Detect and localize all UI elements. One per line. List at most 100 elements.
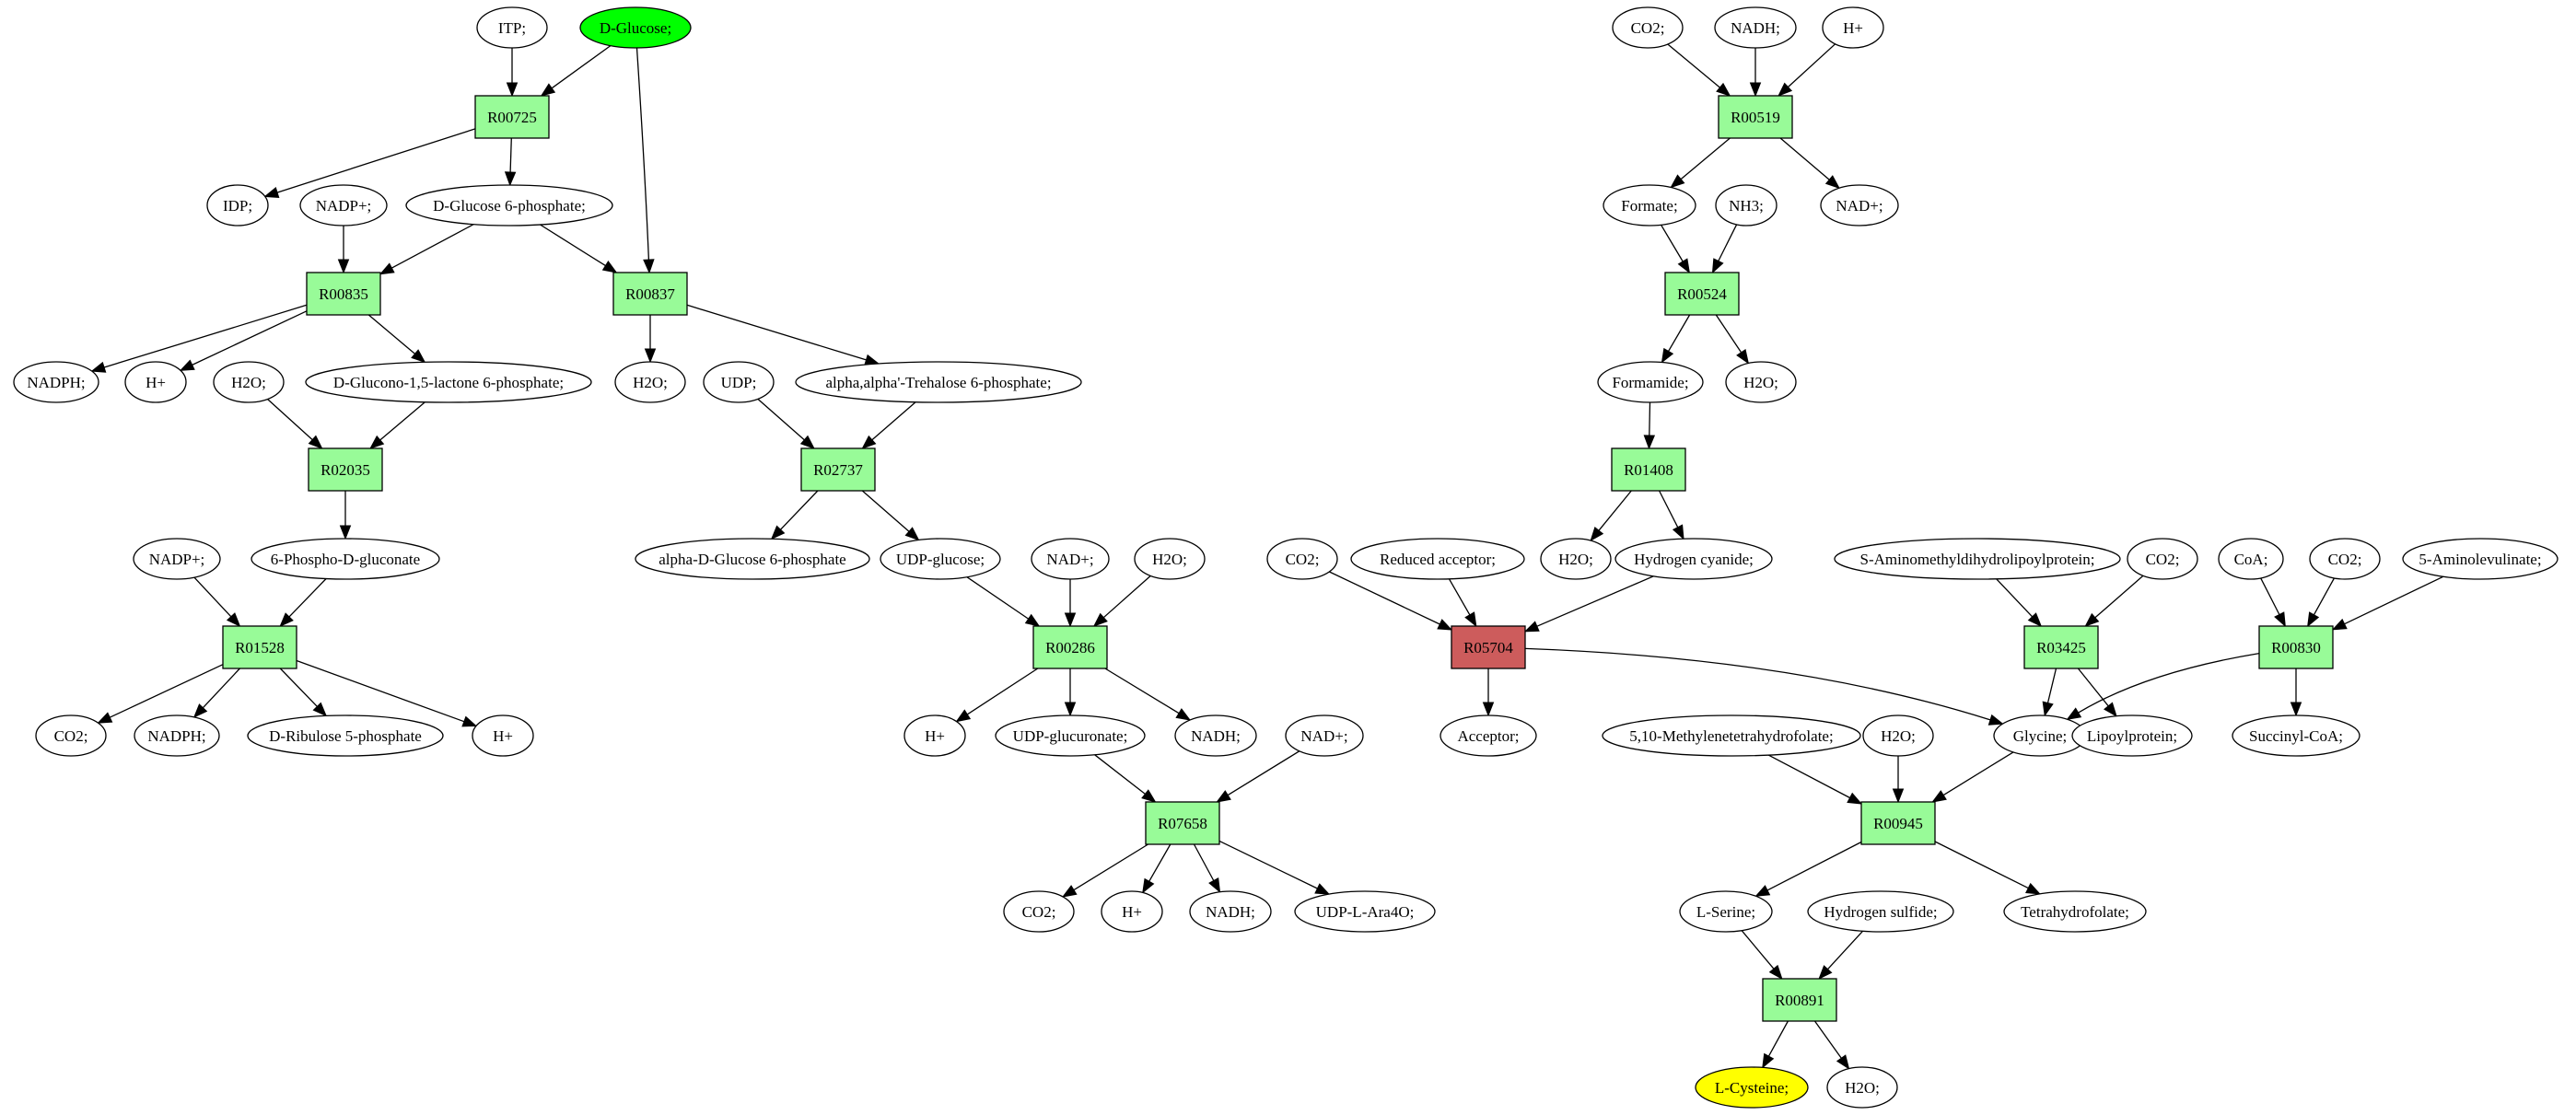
reaction-node-r02737[interactable]: R02737 xyxy=(800,447,876,492)
compound-node-c_glucono[interactable]: D-Glucono-1,5-lactone 6-phosphate; xyxy=(305,361,592,403)
compound-node-c_redacc[interactable]: Reduced acceptor; xyxy=(1350,538,1525,580)
compound-node-c_h_4[interactable]: H+ xyxy=(1101,890,1163,933)
reaction-node-r00286[interactable]: R00286 xyxy=(1032,625,1108,669)
compound-node-c_ag6p[interactable]: alpha-D-Glucose 6-phosphate xyxy=(635,538,870,580)
compound-node-c_serine[interactable]: L-Serine; xyxy=(1679,890,1773,933)
compound-ellipse xyxy=(1820,184,1899,226)
reaction-label: R00524 xyxy=(1677,285,1727,303)
reaction-node-r01408[interactable]: R01408 xyxy=(1611,447,1686,492)
edge-r00945-to-c_serine xyxy=(1754,841,1862,897)
compound-ellipse xyxy=(2127,538,2198,580)
compound-node-c_nad_3[interactable]: NAD+; xyxy=(1820,184,1899,226)
compound-node-c_h2o_2[interactable]: H2O; xyxy=(614,361,686,403)
compound-node-c_h_3[interactable]: H+ xyxy=(903,714,966,757)
edge-line xyxy=(1767,754,1850,799)
compound-node-c_dglucose[interactable]: D-Glucose; xyxy=(579,6,692,49)
compound-node-c_idp[interactable]: IDP; xyxy=(206,184,269,226)
compound-node-c_udpglcur[interactable]: UDP-glucuronate; xyxy=(995,714,1146,757)
reaction-label: R00945 xyxy=(1873,815,1923,832)
reaction-label: R02035 xyxy=(321,461,370,479)
compound-node-c_formamide[interactable]: Formamide; xyxy=(1597,361,1704,403)
compound-node-c_samdlp[interactable]: S-Aminomethyldihydrolipoylprotein; xyxy=(1834,538,2121,580)
compound-node-c_h_5[interactable]: H+ xyxy=(1822,6,1884,49)
compound-node-c_co2_4[interactable]: CO2; xyxy=(1266,538,1338,580)
reaction-node-r00830[interactable]: R00830 xyxy=(2258,625,2334,669)
compound-node-c_h_2[interactable]: H+ xyxy=(472,714,534,757)
compound-node-c_nad_2[interactable]: NAD+; xyxy=(1285,714,1364,757)
reaction-node-r01528[interactable]: R01528 xyxy=(222,625,297,669)
compound-node-c_h2o_6[interactable]: H2O; xyxy=(1862,714,1934,757)
compound-node-c_trehalose[interactable]: alpha,alpha'-Trehalose 6-phosphate; xyxy=(795,361,1082,403)
compound-node-c_nadph_2[interactable]: NADPH; xyxy=(134,714,220,757)
compound-node-c_h2o_3[interactable]: H2O; xyxy=(1134,538,1206,580)
compound-node-c_nadph_1[interactable]: NADPH; xyxy=(13,361,99,403)
compound-node-c_h2o_7[interactable]: H2O; xyxy=(1826,1066,1898,1109)
reaction-node-r07658[interactable]: R07658 xyxy=(1145,801,1220,845)
arrowhead xyxy=(263,187,280,198)
reaction-node-r00837[interactable]: R00837 xyxy=(612,272,688,316)
compound-node-c_mthf[interactable]: 5,10-Methylenetetrahydrofolate; xyxy=(1602,714,1861,757)
compound-node-c_h_1[interactable]: H+ xyxy=(124,361,187,403)
compound-ellipse xyxy=(1031,538,1110,580)
compound-node-c_acceptor[interactable]: Acceptor; xyxy=(1440,714,1537,757)
compound-node-c_coa[interactable]: CoA; xyxy=(2218,538,2284,580)
compound-node-c_nadp_1[interactable]: NADP+; xyxy=(299,184,388,226)
compound-node-c_thf[interactable]: Tetrahydrofolate; xyxy=(2003,890,2147,933)
edge-c_redacc-to-r05704 xyxy=(1448,578,1477,628)
compound-node-c_succoa[interactable]: Succinyl-CoA; xyxy=(2232,714,2360,757)
compound-label: D-Glucono-1,5-lactone 6-phosphate; xyxy=(333,374,564,391)
compound-node-c_co2_3[interactable]: CO2; xyxy=(1612,6,1684,49)
compound-node-c_nadh_3[interactable]: NADH; xyxy=(1714,6,1797,49)
reaction-node-r00725[interactable]: R00725 xyxy=(474,95,550,139)
compound-node-c_ribulose[interactable]: D-Ribulose 5-phosphate xyxy=(247,714,444,757)
compound-node-c_lipoyl[interactable]: Lipoylprotein; xyxy=(2071,714,2193,757)
compound-node-c_nadh_1[interactable]: NADH; xyxy=(1174,714,1257,757)
reaction-node-r00524[interactable]: R00524 xyxy=(1664,272,1740,316)
edge-c_nh3-to-r00524 xyxy=(1711,224,1738,274)
compound-node-c_h2o_4[interactable]: H2O; xyxy=(1725,361,1797,403)
compound-node-c_co2_2[interactable]: CO2; xyxy=(1003,890,1075,933)
compound-node-c_udpara[interactable]: UDP-L-Ara4O; xyxy=(1294,890,1436,933)
reaction-node-r03425[interactable]: R03425 xyxy=(2023,625,2099,669)
compound-node-c_cysteine[interactable]: L-Cysteine; xyxy=(1695,1066,1809,1109)
compound-node-c_udpglc[interactable]: UDP-glucose; xyxy=(880,538,1001,580)
arrowhead xyxy=(2025,882,2042,895)
reaction-node-r00945[interactable]: R00945 xyxy=(1860,801,1936,845)
compound-node-c_glycine[interactable]: Glycine; xyxy=(1993,714,2087,757)
compound-node-c_co2_1[interactable]: CO2; xyxy=(35,714,107,757)
compound-node-c_co2_6[interactable]: CO2; xyxy=(2309,538,2381,580)
compound-ellipse xyxy=(1134,538,1206,580)
edge-line xyxy=(103,304,308,368)
compound-node-c_ala[interactable]: 5-Aminolevulinate; xyxy=(2402,538,2559,580)
compound-node-c_g6p[interactable]: D-Glucose 6-phosphate; xyxy=(405,184,613,226)
compound-ellipse xyxy=(1003,890,1075,933)
compound-label: NADH; xyxy=(1206,903,1255,921)
compound-node-c_itp[interactable]: ITP; xyxy=(476,6,548,49)
reaction-box xyxy=(1451,625,1526,669)
compound-node-c_co2_5[interactable]: CO2; xyxy=(2127,538,2198,580)
compound-node-c_h2s[interactable]: Hydrogen sulfide; xyxy=(1807,890,1954,933)
arrowhead xyxy=(955,709,972,723)
reaction-node-r00519[interactable]: R00519 xyxy=(1718,95,1793,139)
compound-node-c_hcn[interactable]: Hydrogen cyanide; xyxy=(1614,538,1773,580)
arrowhead xyxy=(2066,707,2082,721)
compound-node-c_nh3[interactable]: NH3; xyxy=(1715,184,1778,226)
compound-node-c_6pg[interactable]: 6-Phospho-D-gluconate xyxy=(251,538,440,580)
compound-label: S-Aminomethyldihydrolipoylprotein; xyxy=(1860,551,2095,568)
compound-node-c_nadh_2[interactable]: NADH; xyxy=(1189,890,1272,933)
compound-ellipse xyxy=(13,361,99,403)
compound-ellipse xyxy=(1603,184,1696,226)
reaction-node-r02035[interactable]: R02035 xyxy=(308,447,383,492)
compound-node-c_nad_1[interactable]: NAD+; xyxy=(1031,538,1110,580)
reaction-node-r05704[interactable]: R05704 xyxy=(1451,625,1526,669)
compound-node-c_udp_1[interactable]: UDP; xyxy=(703,361,775,403)
compound-node-c_nadp_2[interactable]: NADP+; xyxy=(133,538,221,580)
compound-node-c_h2o_1[interactable]: H2O; xyxy=(213,361,285,403)
edge-c_nad_2-to-r07658 xyxy=(1216,750,1300,803)
compound-node-c_formate[interactable]: Formate; xyxy=(1603,184,1696,226)
compound-ellipse xyxy=(1826,1066,1898,1109)
compound-node-c_h2o_5[interactable]: H2O; xyxy=(1540,538,1612,580)
reaction-node-r00891[interactable]: R00891 xyxy=(1762,978,1837,1022)
reaction-node-r00835[interactable]: R00835 xyxy=(306,272,381,316)
edge-line xyxy=(193,576,232,618)
